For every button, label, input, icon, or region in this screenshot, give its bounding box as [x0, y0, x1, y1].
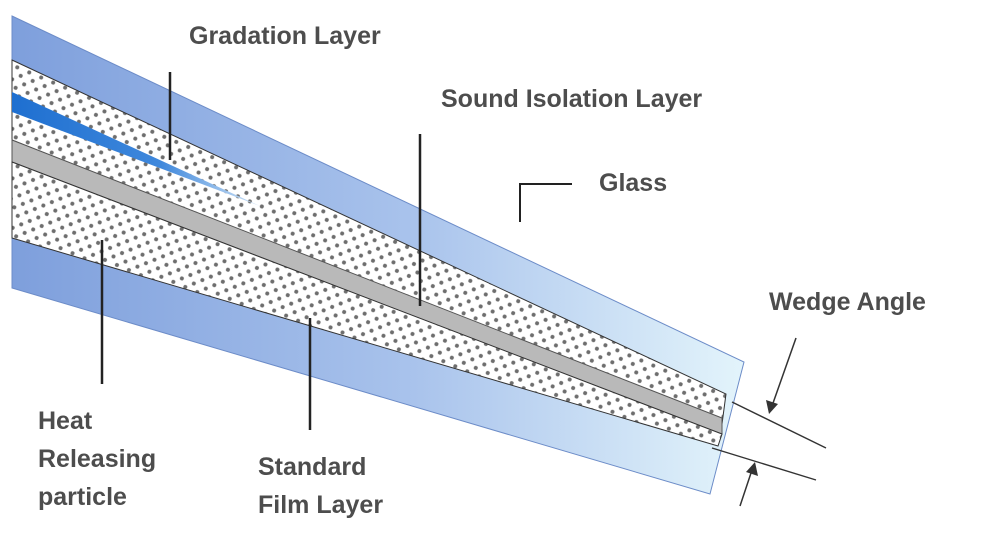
sound-isolation-layer-label: Sound Isolation Layer — [441, 85, 703, 113]
wedge-angle-lower-line — [711, 447, 817, 481]
standard-film-layer-label: Standard Film Layer — [258, 448, 383, 524]
wedge-angle-arrow-bottom — [739, 462, 758, 507]
film-label-line-2: Film Layer — [258, 491, 384, 519]
heat-label-line-3: particle — [38, 483, 127, 511]
glass-label: Glass — [599, 169, 668, 197]
glass-leader-line — [519, 183, 572, 222]
wedge-angle-arrow-top — [766, 337, 797, 414]
heat-label-line-1: Heat — [38, 407, 93, 435]
gradation-layer-label: Gradation Layer — [189, 22, 381, 50]
sound-isolation-layer-lower — [11, 161, 723, 447]
heat-label-line-2: Releasing — [38, 445, 157, 473]
heat-releasing-particle-label: Heat Releasing particle — [38, 402, 156, 516]
wedge-angle-upper-line — [731, 401, 827, 449]
gradation-layer-stripe — [12, 92, 260, 206]
film-label-line-1: Standard — [258, 453, 367, 481]
wedge-angle-label: Wedge Angle — [769, 288, 926, 316]
